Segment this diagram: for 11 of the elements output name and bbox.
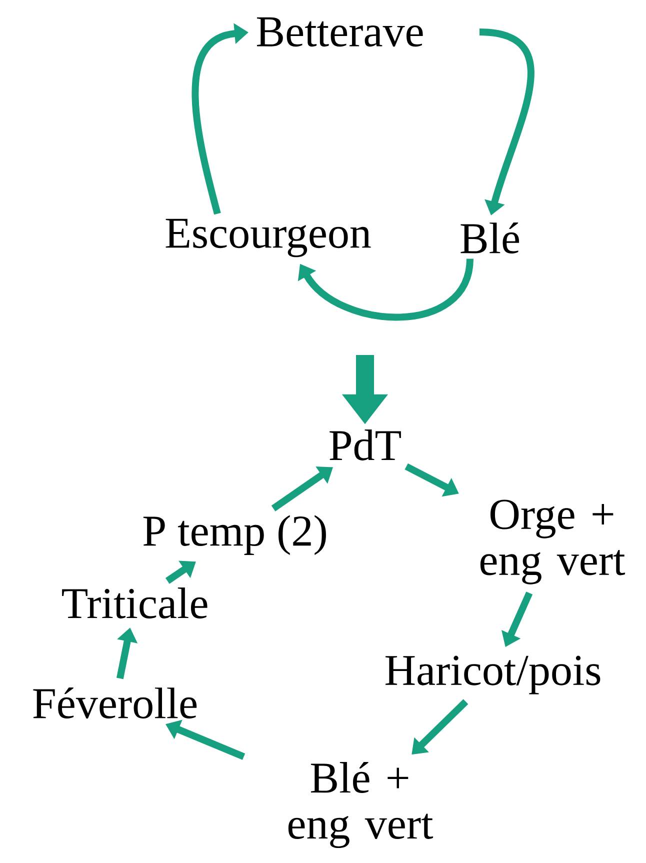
crop-label: Féverolle [33,688,197,719]
crop-label: Escourgeon [166,218,371,258]
crop-label: P temp (2) [143,515,326,555]
crop-label: Blé [460,222,520,254]
crop-label: Betterave [257,17,423,47]
crop-label: Haricot/pois [386,656,600,694]
crop-label: PdT [330,430,401,460]
crop-label: Blé + eng vert [288,762,434,848]
crop-label: Orge + eng vert [480,500,626,584]
arrow [298,258,474,321]
crop-label: Triticale [62,588,208,618]
